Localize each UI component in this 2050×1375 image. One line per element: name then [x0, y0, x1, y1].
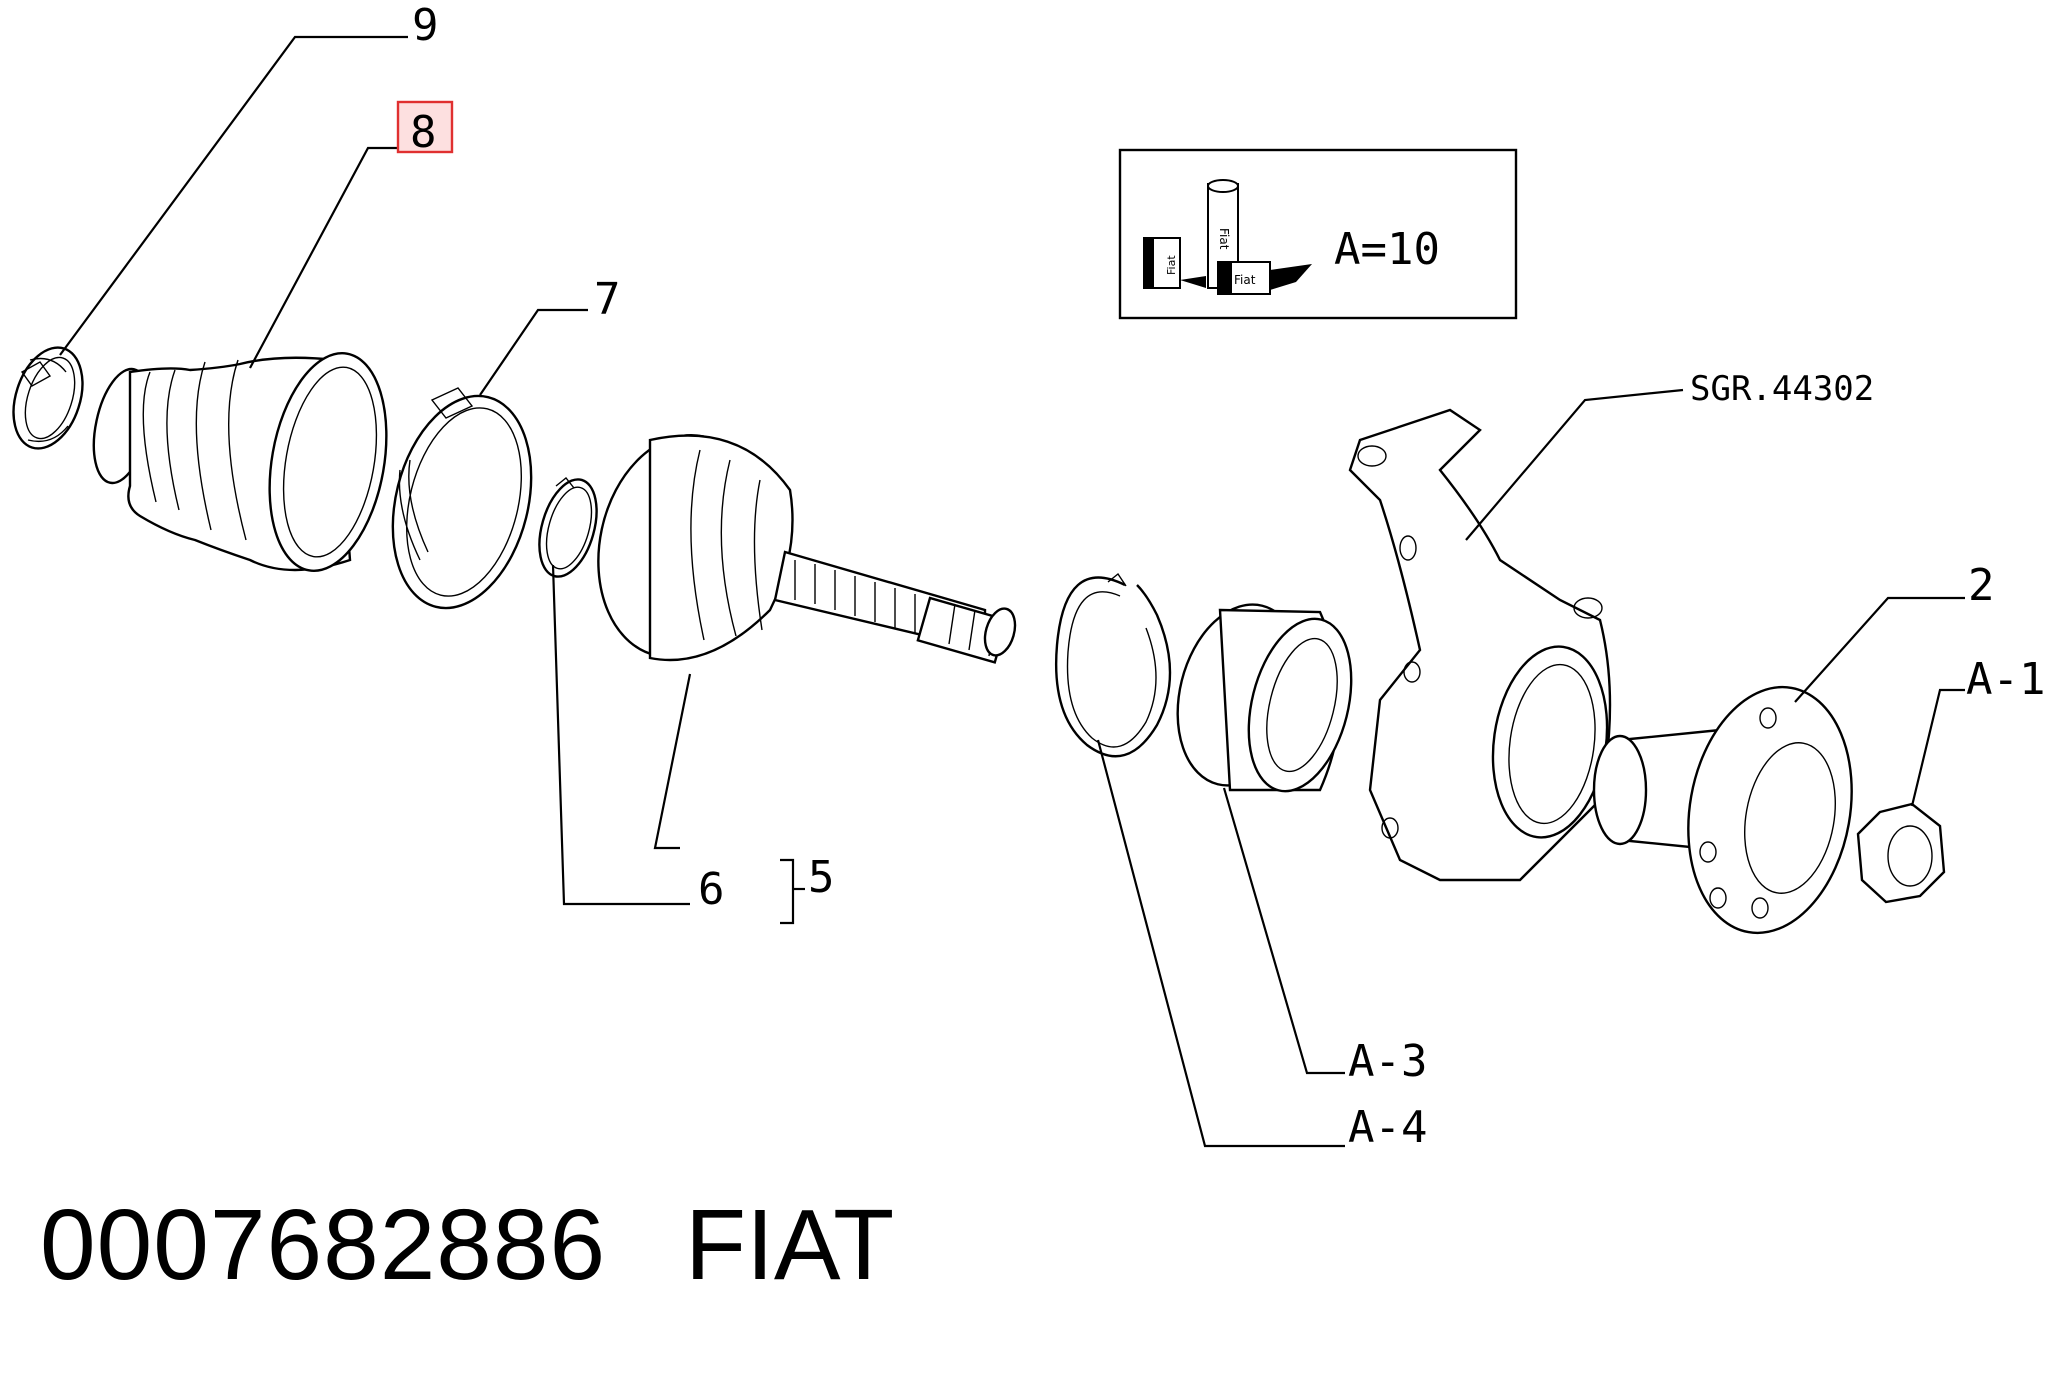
label-a4[interactable]: A-4: [1348, 1102, 1427, 1153]
part-8-boot[interactable]: [85, 344, 403, 580]
label-a3[interactable]: A-3: [1348, 1036, 1427, 1087]
brand-name: FIAT: [685, 1189, 895, 1301]
label-5[interactable]: 5: [808, 852, 835, 903]
label-a1[interactable]: A-1: [1966, 654, 2045, 705]
svg-text:Fiat: Fiat: [1217, 228, 1231, 250]
steering-knuckle[interactable]: [1348, 408, 1619, 882]
part-7-large-clamp[interactable]: [372, 381, 552, 623]
part-9-clamp[interactable]: [1, 339, 94, 458]
part-a3-bearing[interactable]: [1160, 591, 1368, 802]
part-5-cv-joint[interactable]: [578, 420, 1020, 672]
highlight-box-8: [396, 100, 454, 154]
label-8[interactable]: 8: [410, 107, 437, 158]
part-a4-circlip[interactable]: [1055, 572, 1172, 758]
svg-text:Fiat: Fiat: [1234, 273, 1256, 287]
part-a1-hex-nut[interactable]: [1856, 802, 1946, 904]
leader-lines: [59, 35, 1965, 1148]
part-2-hub[interactable]: [1592, 674, 1870, 946]
kit-icon: Fiat Fiat Fiat: [1143, 179, 1312, 295]
label-9[interactable]: 9: [412, 0, 439, 51]
svg-text:Fiat: Fiat: [1165, 255, 1178, 275]
part-6-snap-ring[interactable]: [529, 473, 607, 583]
label-2[interactable]: 2: [1968, 560, 1995, 611]
kit-label: A=10: [1334, 224, 1440, 275]
part-number: 0007682886: [40, 1189, 607, 1301]
label-7[interactable]: 7: [594, 274, 621, 325]
kit-box: Fiat Fiat Fiat A=10: [1118, 148, 1518, 320]
label-sgr[interactable]: SGR.44302: [1690, 369, 1874, 409]
label-6[interactable]: 6: [698, 864, 725, 915]
